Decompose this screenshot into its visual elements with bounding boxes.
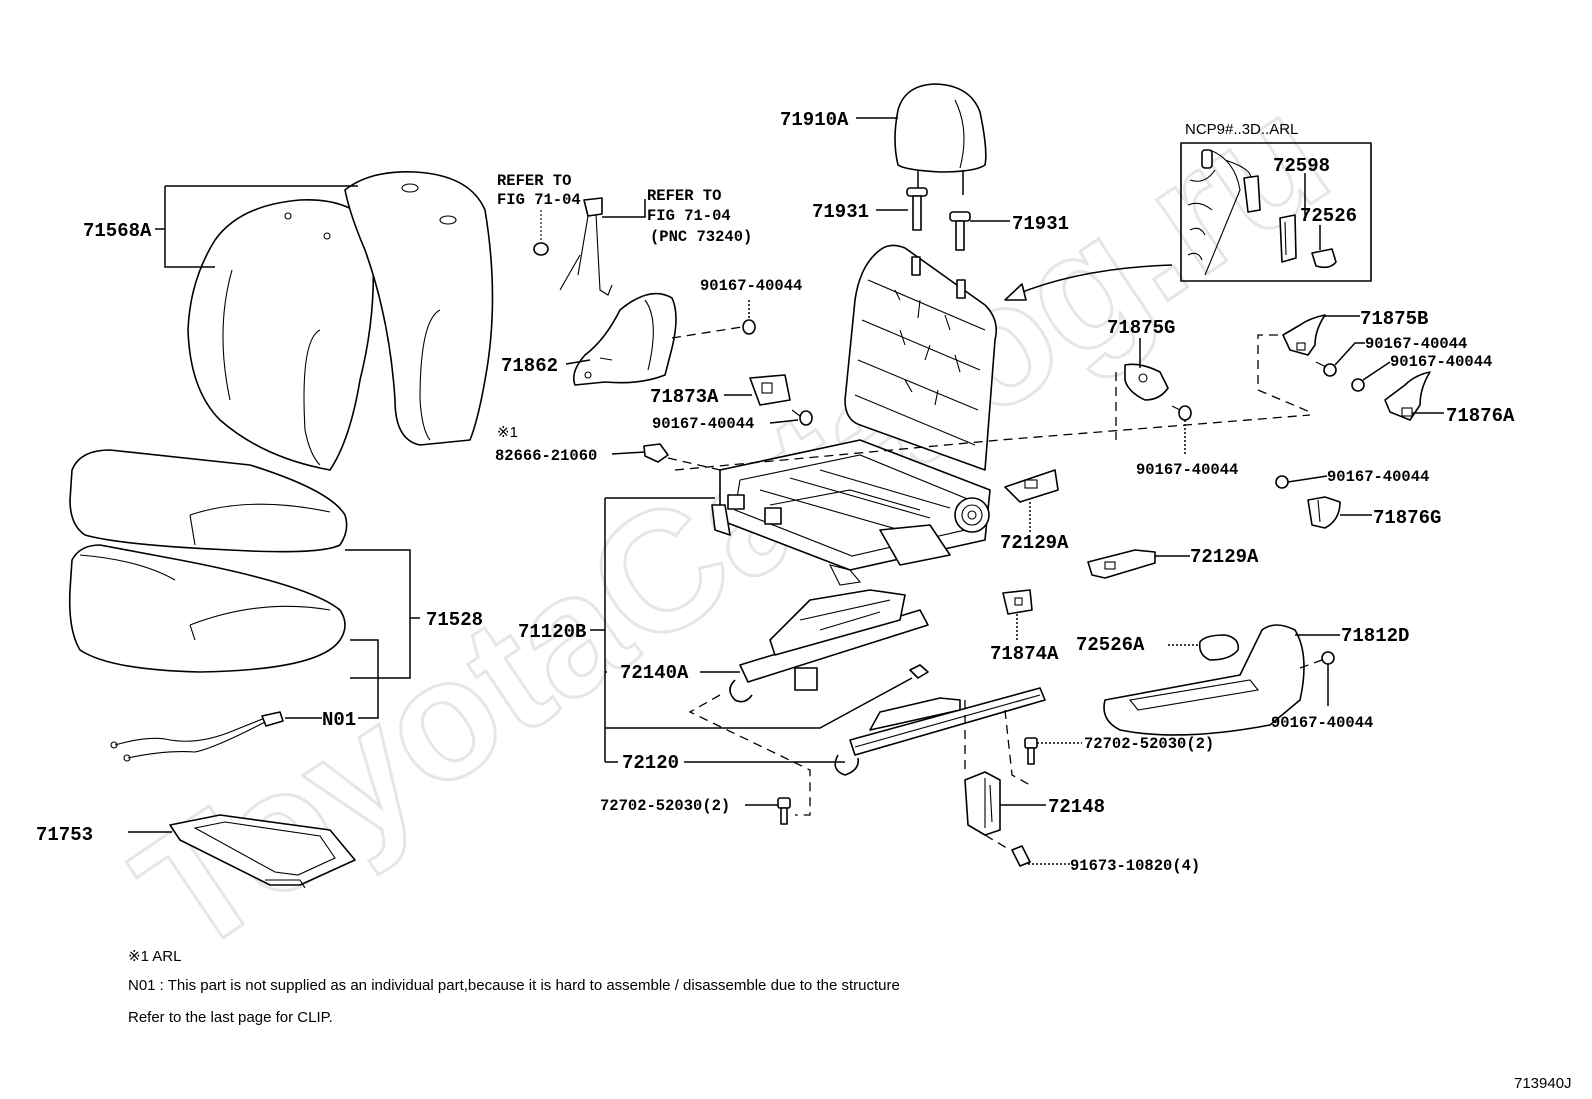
headrest-71910A[interactable]: [894, 83, 987, 195]
reference-right-line2: FIG 71-04: [647, 207, 731, 225]
label-71875G[interactable]: 71875G: [1107, 317, 1175, 339]
clip-82666-21060[interactable]: [643, 443, 669, 463]
label-72140A[interactable]: 72140A: [620, 662, 689, 684]
label-72129A-upper[interactable]: 72129A: [1000, 532, 1069, 554]
seatback-cover-rear[interactable]: [344, 171, 494, 446]
seat-heater-wire-N01[interactable]: [110, 711, 284, 762]
label-90167-40044-d[interactable]: 90167-40044: [1365, 335, 1467, 353]
bolt-72702-52030-right[interactable]: [1024, 737, 1038, 765]
seatback-cover-front[interactable]: [187, 199, 375, 471]
label-72702-52030-left[interactable]: 72702-52030(2): [600, 797, 730, 815]
label-91673-10820[interactable]: 91673-10820(4): [1070, 857, 1200, 875]
side-shield-71812D[interactable]: [1103, 624, 1305, 736]
label-71862[interactable]: 71862: [501, 355, 558, 377]
reference-left-line2: FIG 71-04: [497, 191, 581, 209]
headrest-support-71931-left[interactable]: [906, 187, 928, 231]
label-72526A[interactable]: 72526A: [1076, 634, 1145, 656]
label-72702-52030-right[interactable]: 72702-52030(2): [1084, 735, 1214, 753]
bracket-71874A[interactable]: [1002, 589, 1033, 615]
seat-frame-assembly-71120B[interactable]: [711, 244, 998, 586]
screw-90167-71876G[interactable]: [1275, 475, 1289, 489]
seat-track-72120[interactable]: [834, 687, 1046, 776]
label-71873A[interactable]: 71873A: [650, 386, 719, 408]
label-71874A[interactable]: 71874A: [990, 643, 1059, 665]
label-71753[interactable]: 71753: [36, 824, 93, 846]
label-71528[interactable]: 71528: [426, 609, 483, 631]
knob-72526A[interactable]: [1198, 634, 1240, 661]
bracket-72148[interactable]: [964, 771, 1001, 836]
label-71931-right[interactable]: 71931: [1012, 213, 1069, 235]
label-71876A[interactable]: 71876A: [1446, 405, 1515, 427]
footnote-marker-arl: ※1 ARL: [128, 948, 181, 965]
label-71120B[interactable]: 71120B: [518, 621, 586, 643]
label-90167-40044-f[interactable]: 90167-40044: [1327, 468, 1429, 486]
reference-right-line1: REFER TO: [647, 187, 721, 205]
inset-frame-drawing: [1187, 149, 1261, 276]
screw-90167-71873A[interactable]: [791, 409, 813, 426]
inner-cover-71875G[interactable]: [1124, 363, 1169, 401]
label-71910A[interactable]: 71910A: [780, 109, 849, 131]
note-marker-1: ※1: [497, 424, 518, 441]
seat-cushion-cover-bottom[interactable]: [68, 544, 346, 673]
label-72129A-lower[interactable]: 72129A: [1190, 546, 1259, 568]
label-90167-40044-b[interactable]: 90167-40044: [652, 415, 754, 433]
label-90167-40044-c[interactable]: 90167-40044: [1136, 461, 1238, 479]
inset-box: [1180, 142, 1372, 282]
label-90167-40044-g[interactable]: 90167-40044: [1271, 714, 1373, 732]
bracket-71873A[interactable]: [749, 374, 791, 406]
label-71568A[interactable]: 71568A: [83, 220, 152, 242]
reference-right-line3: (PNC 73240): [650, 228, 752, 246]
screw-90167-71812D[interactable]: [1321, 651, 1335, 665]
screw-90167-71875B[interactable]: [1315, 361, 1337, 377]
footnote-n01: N01 : This part is not supplied as an in…: [128, 977, 900, 994]
seat-frame-panel-71753[interactable]: [169, 814, 356, 889]
cover-72129A-upper[interactable]: [1004, 469, 1059, 503]
label-71876G[interactable]: 71876G: [1373, 507, 1441, 529]
inset-part-72526[interactable]: [1311, 248, 1337, 269]
footnote-clip: Refer to the last page for CLIP.: [128, 1009, 333, 1026]
seat-cushion-cover-top[interactable]: [69, 449, 348, 553]
seat-track-72140A[interactable]: [729, 589, 929, 703]
screw-90167-71876A[interactable]: [1351, 378, 1365, 392]
inset-pointer-arrow: [1014, 264, 1173, 296]
label-N01[interactable]: N01: [322, 709, 356, 731]
label-90167-40044-a[interactable]: 90167-40044: [700, 277, 802, 295]
cover-71875B[interactable]: [1282, 314, 1326, 356]
side-cover-71862[interactable]: [572, 292, 677, 386]
seat-belt-buckle-reference: [533, 197, 613, 296]
label-72120[interactable]: 72120: [622, 752, 679, 774]
label-71812D[interactable]: 71812D: [1341, 625, 1409, 647]
cover-72129A-lower[interactable]: [1087, 549, 1156, 579]
label-71875B[interactable]: 71875B: [1360, 308, 1428, 330]
label-72148[interactable]: 72148: [1048, 796, 1105, 818]
inset-title: NCP9#..3D..ARL: [1185, 121, 1298, 138]
reference-left-line1: REFER TO: [497, 172, 571, 190]
bolt-91673-10820[interactable]: [1011, 845, 1031, 867]
bolt-72702-52030-left[interactable]: [777, 797, 791, 825]
inset-part-72598[interactable]: [1279, 214, 1297, 263]
screw-90167-71875G[interactable]: [1171, 405, 1192, 421]
label-82666-21060[interactable]: 82666-21060: [495, 447, 597, 465]
cover-71876G[interactable]: [1307, 496, 1341, 529]
nut-center: [909, 664, 929, 679]
cover-71876A[interactable]: [1384, 371, 1431, 421]
label-90167-40044-e[interactable]: 90167-40044: [1390, 353, 1492, 371]
headrest-support-71931-right[interactable]: [949, 211, 971, 251]
figure-code: 713940J: [1514, 1075, 1572, 1092]
label-71931-left[interactable]: 71931: [812, 201, 869, 223]
screw-90167-top-left[interactable]: [742, 319, 756, 335]
label-72526[interactable]: 72526: [1300, 205, 1357, 227]
label-72598[interactable]: 72598: [1273, 155, 1330, 177]
